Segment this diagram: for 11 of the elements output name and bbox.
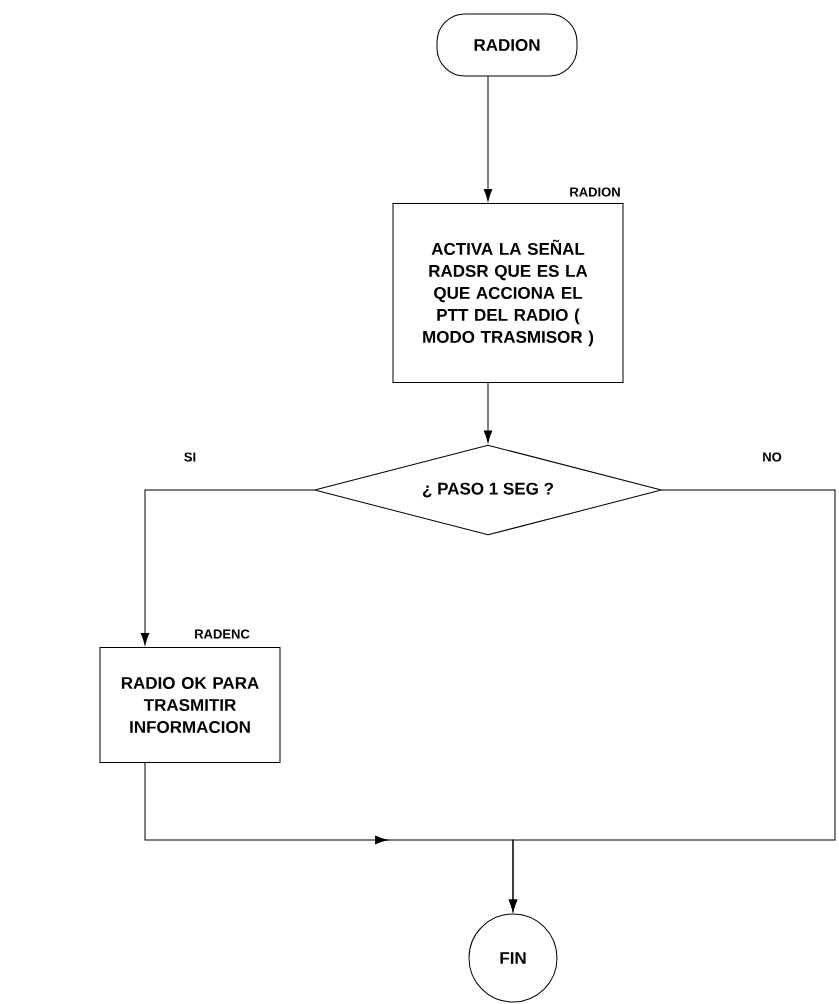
terminal-box: RADION bbox=[436, 13, 578, 77]
arrow bbox=[140, 489, 315, 646]
arrow bbox=[483, 76, 493, 202]
process-box: RADIO OK PARA TRASMITIR INFORMACION bbox=[99, 647, 281, 763]
edge-label: SI bbox=[181, 450, 199, 464]
arrow bbox=[483, 382, 493, 443]
process-box: ACTIVA LA SEÑAL RADSR QUE ES LA QUE ACCIONA EL PTT DEL RADIO ( MODO TRASMISOR ) bbox=[392, 203, 624, 383]
routine-label: RADION bbox=[570, 187, 620, 197]
edge-label: NO bbox=[760, 450, 784, 464]
routine-label: RADENC bbox=[195, 629, 250, 639]
arrow bbox=[144, 761, 518, 912]
